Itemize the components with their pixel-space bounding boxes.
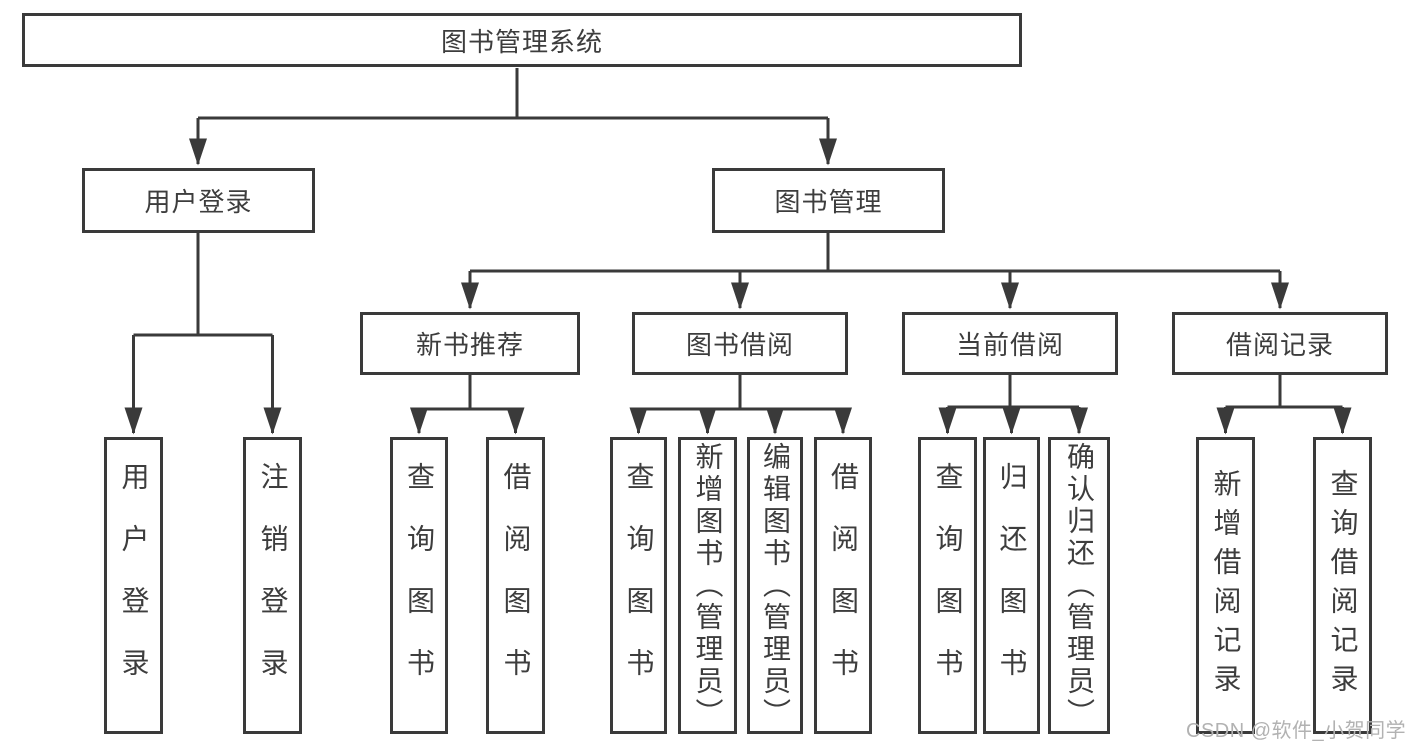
leaf-query-borrow-record: 查询借阅记录 xyxy=(1313,437,1372,734)
node-label: 图书管理 xyxy=(774,187,883,217)
node-label: 图书管理系统 xyxy=(440,26,603,57)
node-label: 用户登录 xyxy=(144,187,253,217)
node-label: 查询借阅记录 xyxy=(1327,468,1359,703)
leaf-query-books-current: 查询图书 xyxy=(918,437,977,734)
node-label: 归还图书 xyxy=(996,461,1028,710)
leaf-borrow-books: 借阅图书 xyxy=(814,437,872,734)
leaf-confirm-return-admin: 确认归还（管理员） xyxy=(1048,437,1110,734)
node-library-management-system: 图书管理系统 xyxy=(22,13,1022,67)
node-label: 查询图书 xyxy=(932,461,964,710)
node-label: 借阅图书 xyxy=(828,461,859,710)
node-label: 借阅图书 xyxy=(500,461,532,710)
leaf-add-borrow-record: 新增借阅记录 xyxy=(1196,437,1255,734)
node-label: 图书借阅 xyxy=(685,330,794,360)
node-borrow-records: 借阅记录 xyxy=(1172,312,1388,375)
node-user-login: 用户登录 xyxy=(82,168,315,233)
csdn-watermark: CSDN @软件_小贺同学 xyxy=(1186,720,1405,742)
node-label: 查询图书 xyxy=(623,461,655,710)
leaf-return-book: 归还图书 xyxy=(983,437,1040,734)
node-label: 注销登录 xyxy=(257,461,289,710)
node-new-book-recommend: 新书推荐 xyxy=(360,312,580,375)
node-label: 查询图书 xyxy=(404,461,435,710)
leaf-query-books-borrow: 查询图书 xyxy=(610,437,667,734)
node-book-borrow: 图书借阅 xyxy=(632,312,848,375)
node-label: 当前借阅 xyxy=(955,330,1064,360)
node-label: 新增借阅记录 xyxy=(1210,468,1242,703)
node-label: 新书推荐 xyxy=(415,330,524,360)
node-label: 编辑图书（管理员） xyxy=(760,441,791,730)
node-label: 确认归还（管理员） xyxy=(1064,441,1095,730)
leaf-edit-book-admin: 编辑图书（管理员） xyxy=(747,437,803,734)
leaf-query-books-recommend: 查询图书 xyxy=(390,437,448,734)
node-label: 新增图书（管理员） xyxy=(692,441,724,730)
node-current-borrow: 当前借阅 xyxy=(902,312,1118,375)
node-label: 借阅记录 xyxy=(1225,330,1334,360)
node-book-management: 图书管理 xyxy=(712,168,945,233)
node-label: 用户登录 xyxy=(118,461,150,710)
leaf-add-book-admin: 新增图书（管理员） xyxy=(678,437,737,734)
leaf-logout: 注销登录 xyxy=(243,437,302,734)
leaf-user-login: 用户登录 xyxy=(104,437,163,734)
leaf-borrow-books-recommend: 借阅图书 xyxy=(486,437,545,734)
